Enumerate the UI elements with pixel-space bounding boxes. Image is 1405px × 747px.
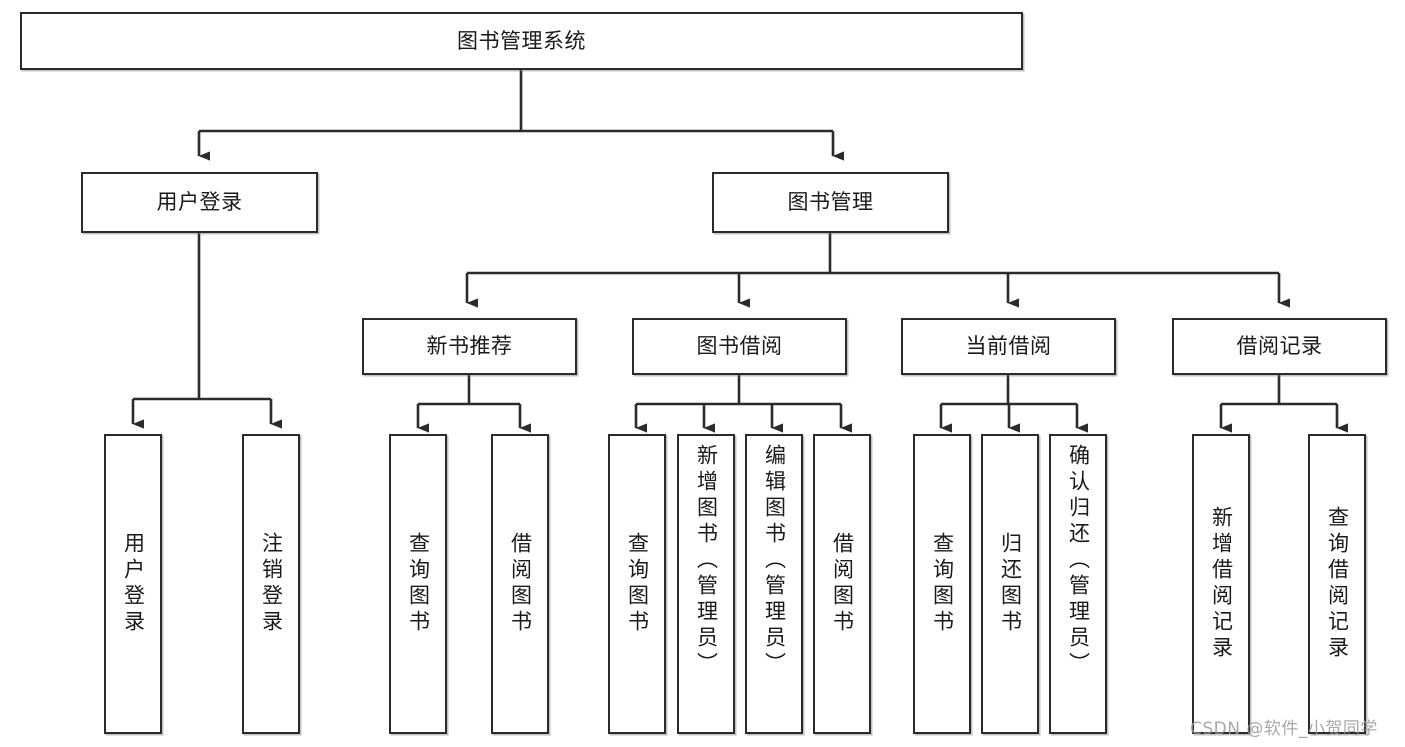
node-leaf-add-record-label: 新增借阅记录 (1209, 506, 1234, 662)
node-leaf-return-book-label: 归还图书 (998, 532, 1023, 636)
node-leaf-borrow-book-1-label: 借阅图书 (508, 532, 533, 636)
node-leaf-query-book-3[interactable]: 查询图书 (913, 434, 971, 734)
node-leaf-logout[interactable]: 注销登录 (242, 434, 300, 734)
node-leaf-query-book-2[interactable]: 查询图书 (608, 434, 666, 734)
node-leaf-add-book-label: 新增图书（管理员） (694, 444, 719, 678)
node-borrow-record[interactable]: 借阅记录 (1172, 318, 1387, 375)
node-user-login[interactable]: 用户登录 (81, 172, 318, 233)
node-leaf-confirm-return[interactable]: 确认归还（管理员） (1049, 434, 1107, 734)
node-root-label: 图书管理系统 (457, 28, 586, 53)
node-leaf-edit-book[interactable]: 编辑图书（管理员） (745, 434, 803, 734)
node-leaf-borrow-book-1[interactable]: 借阅图书 (491, 434, 549, 734)
node-leaf-query-book-2-label: 查询图书 (625, 532, 650, 636)
node-leaf-query-record-label: 查询借阅记录 (1325, 506, 1350, 662)
node-leaf-query-book-1[interactable]: 查询图书 (389, 434, 447, 734)
csdn-watermark: CSDN @软件_小贺同学 (1190, 719, 1378, 739)
node-leaf-logout-label: 注销登录 (259, 532, 284, 636)
node-book-borrow-label: 图书借阅 (696, 334, 783, 359)
node-book-manage[interactable]: 图书管理 (712, 172, 949, 233)
node-current-borrow-label: 当前借阅 (965, 334, 1052, 359)
node-leaf-query-book-3-label: 查询图书 (930, 532, 955, 636)
node-new-book-rec-label: 新书推荐 (426, 334, 513, 359)
node-leaf-query-book-1-label: 查询图书 (406, 532, 431, 636)
node-new-book-rec[interactable]: 新书推荐 (362, 318, 577, 375)
node-leaf-return-book[interactable]: 归还图书 (981, 434, 1039, 734)
node-leaf-add-record[interactable]: 新增借阅记录 (1192, 434, 1250, 734)
node-root[interactable]: 图书管理系统 (20, 12, 1023, 70)
node-leaf-user-login[interactable]: 用户登录 (104, 434, 162, 734)
node-book-manage-label: 图书管理 (787, 190, 874, 215)
node-current-borrow[interactable]: 当前借阅 (901, 318, 1116, 375)
node-borrow-record-label: 借阅记录 (1236, 334, 1323, 359)
node-book-borrow[interactable]: 图书借阅 (632, 318, 847, 375)
node-leaf-borrow-book-2-label: 借阅图书 (830, 532, 855, 636)
node-leaf-edit-book-label: 编辑图书（管理员） (762, 444, 787, 678)
node-user-login-label: 用户登录 (156, 190, 243, 215)
node-leaf-user-login-label: 用户登录 (121, 532, 146, 636)
node-leaf-borrow-book-2[interactable]: 借阅图书 (813, 434, 871, 734)
node-leaf-confirm-return-label: 确认归还（管理员） (1066, 444, 1091, 678)
node-leaf-add-book[interactable]: 新增图书（管理员） (677, 434, 735, 734)
node-leaf-query-record[interactable]: 查询借阅记录 (1308, 434, 1366, 734)
